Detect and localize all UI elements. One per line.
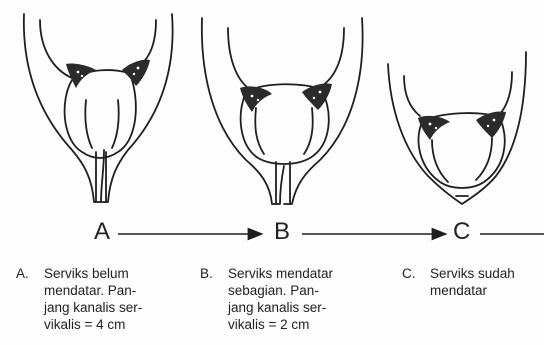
caption-key-a: A.	[16, 265, 29, 282]
caption-b-line-4: vikalis = 2 cm	[228, 316, 333, 333]
caption-c-line-1: Serviks sudah	[430, 265, 515, 282]
sequence-label-c: C	[453, 218, 470, 246]
outer-wall-b	[202, 18, 284, 204]
caption-a-line-3: jang kanalis ser-	[44, 299, 142, 316]
sequence-label-a: A	[94, 218, 110, 246]
inner-wall-b	[228, 28, 248, 88]
inner-wall-c	[404, 76, 420, 116]
inner-wall-a	[40, 20, 72, 78]
internal-os-shading-c	[418, 111, 506, 140]
cervix-figure-a	[24, 14, 173, 202]
caption-key-c: C.	[402, 265, 416, 282]
caption-a-line-1: Serviks belum	[44, 265, 142, 282]
internal-os-shading-b	[240, 83, 332, 112]
caption-a-line-4: vikalis = 4 cm	[44, 316, 142, 333]
caption-b-line-1: Serviks mendatar	[228, 265, 333, 282]
cervix-figure-c	[388, 52, 526, 204]
caption-a-line-2: mendatar. Pan-	[44, 282, 142, 299]
outer-wall-c	[388, 52, 526, 204]
caption-b-line-3: jang kanalis ser-	[228, 299, 333, 316]
cervix-figure-b	[202, 18, 363, 204]
sequence-label-b: B	[274, 218, 290, 246]
caption-c-line-2: mendatar	[430, 282, 515, 299]
internal-os-shading-a	[66, 60, 150, 88]
caption-key-b: B.	[200, 265, 213, 282]
caption-b-line-2: sebagian. Pan-	[228, 282, 333, 299]
